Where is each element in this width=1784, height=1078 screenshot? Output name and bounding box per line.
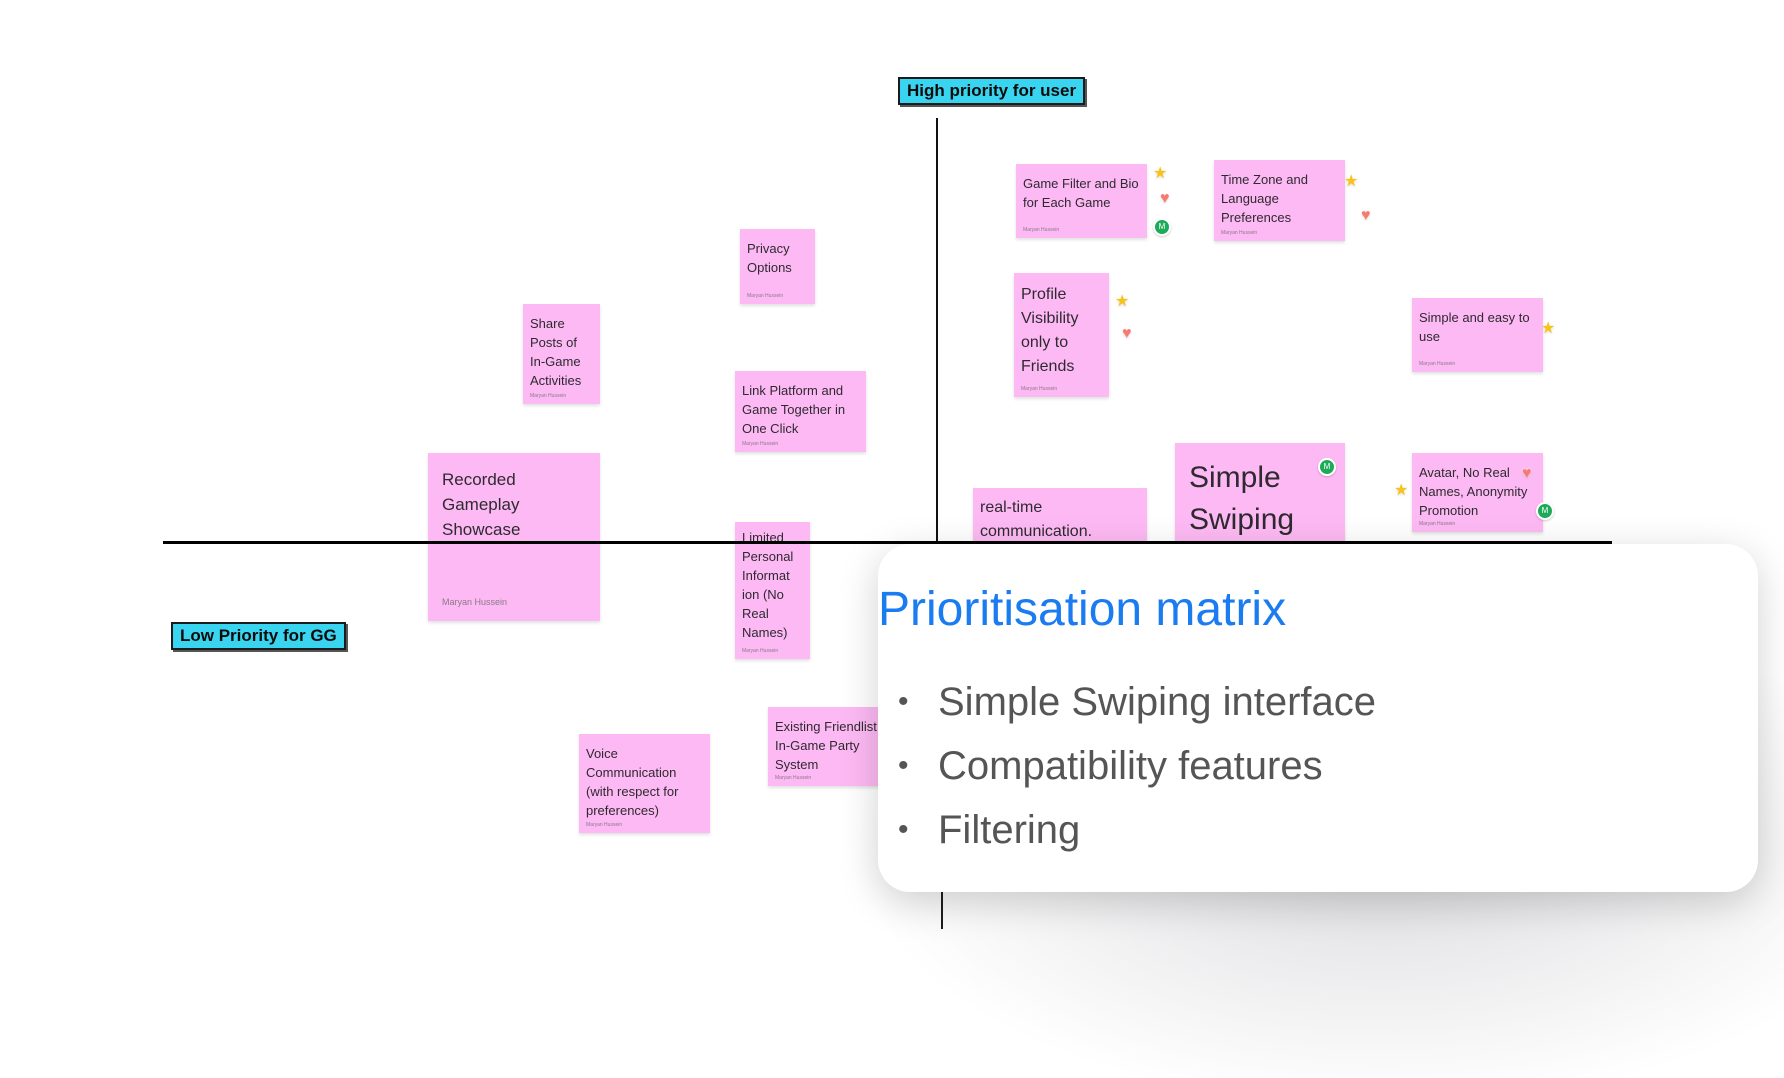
sticky-text: Share Posts of In-Game Activities bbox=[530, 316, 582, 388]
card-list-item: • Simple Swiping interface bbox=[898, 670, 1376, 734]
sticky-text: Simple Swiping bbox=[1189, 461, 1295, 536]
sticky-text: Existing Friendlist In-Game Party System bbox=[775, 719, 877, 772]
sticky-author: Maryan Hussein bbox=[1023, 227, 1060, 233]
heart-icon[interactable]: ♥ bbox=[1522, 465, 1532, 482]
bullet-icon: • bbox=[898, 749, 909, 782]
sticky-text: Time Zone and Language Preferences bbox=[1221, 172, 1308, 225]
avatar-icon[interactable]: M bbox=[1153, 218, 1171, 236]
sticky-note-real-time-communication[interactable]: real-time communication. bbox=[973, 488, 1147, 544]
sticky-note-time-zone[interactable]: Time Zone and Language Preferences Marya… bbox=[1214, 160, 1345, 241]
sticky-note-simple-swiping[interactable]: Simple Swiping bbox=[1175, 443, 1345, 544]
sticky-text: Recorded Gameplay Showcase bbox=[442, 470, 521, 539]
sticky-author: Maryan Hussein bbox=[586, 822, 623, 828]
sticky-text: Privacy Options bbox=[747, 241, 792, 275]
sticky-text: Profile Visibility only to Friends bbox=[1021, 286, 1079, 375]
sticky-note-game-filter[interactable]: Game Filter and Bio for Each Game Maryan… bbox=[1016, 164, 1147, 238]
vertical-axis-line-lower bbox=[941, 892, 943, 929]
sticky-text: Voice Communication (with respect for pr… bbox=[586, 746, 679, 818]
card-list-item: • Filtering bbox=[898, 798, 1376, 862]
axis-label-low-priority-gg[interactable]: Low Priority for GG bbox=[171, 622, 346, 650]
star-icon[interactable]: ★ bbox=[1153, 165, 1168, 182]
heart-icon[interactable]: ♥ bbox=[1160, 190, 1170, 207]
avatar-icon[interactable]: M bbox=[1536, 502, 1554, 520]
sticky-text: Simple and easy to use bbox=[1419, 310, 1530, 344]
sticky-author: Maryan Hussein bbox=[1419, 521, 1456, 527]
star-icon[interactable]: ★ bbox=[1541, 320, 1556, 337]
card-list-item-text: Filtering bbox=[938, 808, 1081, 852]
sticky-note-privacy-options[interactable]: Privacy Options Maryan Hussein bbox=[740, 229, 815, 304]
sticky-note-profile-visibility[interactable]: Profile Visibility only to Friends Marya… bbox=[1014, 273, 1109, 397]
heart-icon[interactable]: ♥ bbox=[1122, 325, 1132, 342]
sticky-author: Maryan Hussein bbox=[442, 597, 508, 607]
card-bullet-list: • Simple Swiping interface • Compatibili… bbox=[898, 670, 1376, 862]
sticky-author: Maryan Hussein bbox=[775, 775, 812, 781]
star-icon[interactable]: ★ bbox=[1394, 482, 1409, 499]
sticky-author: Maryan Hussein bbox=[747, 293, 784, 299]
sticky-author: Maryan Hussein bbox=[742, 648, 779, 654]
sticky-text: Game Filter and Bio for Each Game bbox=[1023, 176, 1139, 210]
sticky-author: Maryan Hussein bbox=[1021, 386, 1058, 392]
card-title: Prioritisation matrix bbox=[878, 583, 1287, 636]
sticky-author: Maryan Hussein bbox=[1221, 230, 1258, 236]
sticky-author: Maryan Hussein bbox=[1419, 361, 1456, 367]
card-list-item-text: Compatibility features bbox=[938, 744, 1323, 788]
star-icon[interactable]: ★ bbox=[1115, 293, 1130, 310]
bullet-icon: • bbox=[898, 685, 909, 718]
sticky-note-recorded-gameplay[interactable]: Recorded Gameplay Showcase Maryan Hussei… bbox=[428, 453, 600, 621]
vertical-axis-line bbox=[936, 118, 938, 542]
card-list-item: • Compatibility features bbox=[898, 734, 1376, 798]
sticky-text: Avatar, No Real Names, Anonymity Promoti… bbox=[1419, 465, 1528, 518]
sticky-text: Limited Personal Informat ion (No Real N… bbox=[742, 530, 794, 640]
prioritisation-summary-card: Prioritisation matrix • Simple Swiping i… bbox=[878, 544, 1758, 892]
bullet-icon: • bbox=[898, 813, 909, 846]
heart-icon[interactable]: ♥ bbox=[1361, 207, 1371, 224]
sticky-note-voice-communication[interactable]: Voice Communication (with respect for pr… bbox=[579, 734, 710, 833]
axis-label-high-priority-user[interactable]: High priority for user bbox=[898, 77, 1086, 105]
sticky-author: Maryan Hussein bbox=[742, 441, 779, 447]
sticky-note-link-platform[interactable]: Link Platform and Game Together in One C… bbox=[735, 371, 866, 452]
avatar-icon[interactable]: M bbox=[1318, 458, 1336, 476]
star-icon[interactable]: ★ bbox=[1344, 173, 1359, 190]
sticky-author: Maryan Hussein bbox=[530, 393, 567, 399]
card-list-item-text: Simple Swiping interface bbox=[938, 680, 1376, 724]
sticky-text: Link Platform and Game Together in One C… bbox=[742, 383, 846, 436]
sticky-note-share-posts[interactable]: Share Posts of In-Game Activities Maryan… bbox=[523, 304, 600, 404]
sticky-note-simple-easy[interactable]: Simple and easy to use Maryan Hussein bbox=[1412, 298, 1543, 372]
sticky-text: real-time communication. bbox=[980, 499, 1093, 540]
